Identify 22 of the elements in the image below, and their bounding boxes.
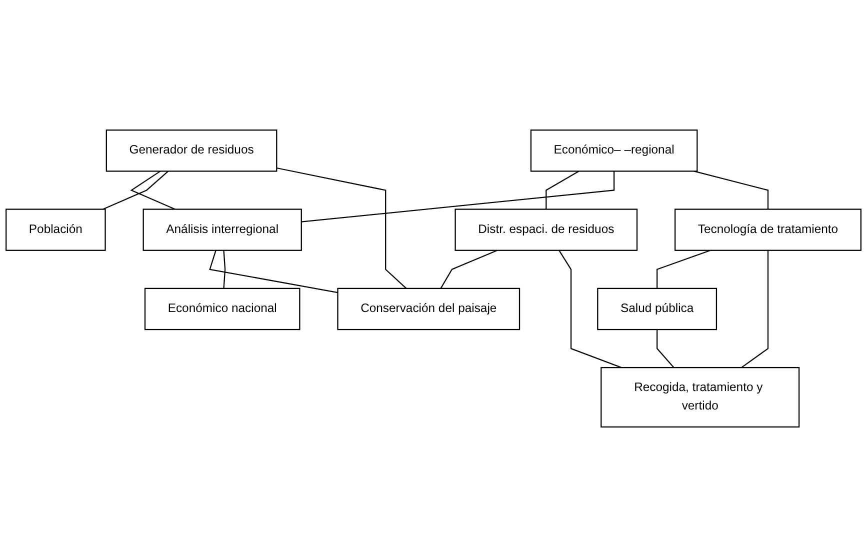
connector: [656, 250, 711, 288]
connector: [223, 250, 226, 288]
connector: [102, 170, 169, 210]
node-box: Económico nacional: [144, 288, 300, 330]
connector: [209, 250, 338, 294]
connector: [558, 250, 622, 368]
connector: [546, 170, 580, 210]
node-box: Económico– –regional: [530, 130, 698, 172]
node-box: Análisis interregional: [142, 208, 302, 251]
node-box: Salud pública: [597, 288, 718, 330]
node-box: Conservación del paisaje: [337, 288, 520, 330]
connector: [440, 250, 498, 289]
node-box: Población: [6, 208, 106, 251]
node-box: Generador de residuos: [106, 130, 278, 172]
connector: [694, 170, 769, 210]
connector: [301, 171, 615, 222]
connector: [276, 167, 407, 289]
node-box: Distr. espaci. de residuos: [454, 208, 638, 251]
connector: [741, 250, 769, 368]
node-box: Tecnología de tratamiento: [674, 208, 862, 251]
connector: [656, 330, 674, 368]
node-box: Recogida, tratamiento y vertido: [600, 366, 800, 428]
